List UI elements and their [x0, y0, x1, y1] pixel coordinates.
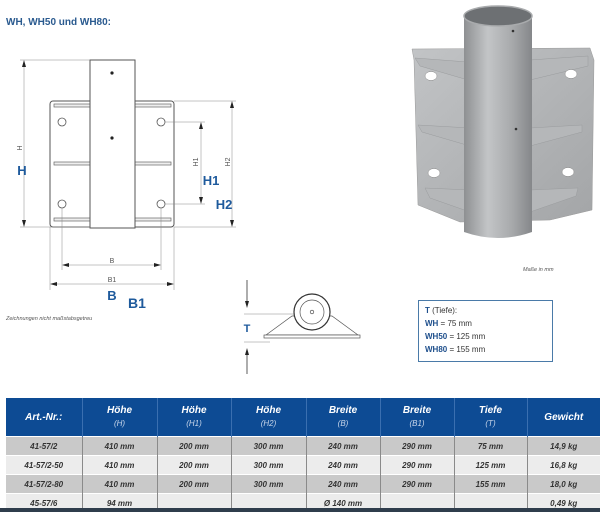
table-header-row: Art.-Nr.: Höhe(H) Höhe(H1) Höhe(H2) Brei… [6, 398, 600, 437]
table-bottom-border [0, 508, 600, 512]
units-note: Maße in mm [523, 267, 554, 273]
svg-text:B1: B1 [108, 277, 117, 284]
dim-h1-label: H1 [203, 173, 220, 188]
depth-row-wh80: WH80 = 155 mm [425, 345, 486, 354]
col-header-tiefe: Tiefe(T) [454, 398, 528, 437]
col-header-hoehe-h2: Höhe(H2) [231, 398, 307, 437]
drawing-scale-note: Zeichnungen nicht maßstabsgetreu [6, 316, 93, 322]
dim-h-small: H [17, 145, 24, 150]
col-header-breite-b: Breite(B) [306, 398, 381, 437]
col-header-art-nr: Art.-Nr.: [6, 398, 83, 437]
col-header-hoehe-h: Höhe(H) [82, 398, 158, 437]
depth-info-box: T (Tiefe): WH = 75 mm WH50 = 125 mm WH80… [418, 300, 553, 362]
dim-b-label: B [107, 288, 116, 300]
svg-text:H1: H1 [193, 157, 200, 166]
side-view-drawing: T [230, 270, 380, 380]
dim-t-label: T [244, 323, 251, 335]
page-title: WH, WH50 und WH80: [6, 17, 111, 28]
col-header-hoehe-h1: Höhe(H1) [157, 398, 232, 437]
product-image [400, 0, 600, 250]
spec-table: Art.-Nr.: Höhe(H) Höhe(H1) Höhe(H2) Brei… [6, 398, 600, 512]
dim-h-label: H [17, 163, 26, 178]
dim-b1-label: B1 [128, 295, 146, 311]
dim-h2-label: H2 [216, 197, 233, 212]
depth-row-wh50: WH50 = 125 mm [425, 332, 486, 341]
svg-text:H2: H2 [225, 157, 232, 166]
col-header-gewicht: Gewicht [527, 398, 600, 437]
front-view-drawing: H H1 H2 B B1 H H1 H2 B [0, 50, 250, 300]
depth-row-wh: WH = 75 mm [425, 319, 472, 328]
svg-text:B: B [110, 258, 115, 265]
col-header-breite-b1: Breite(B1) [380, 398, 455, 437]
